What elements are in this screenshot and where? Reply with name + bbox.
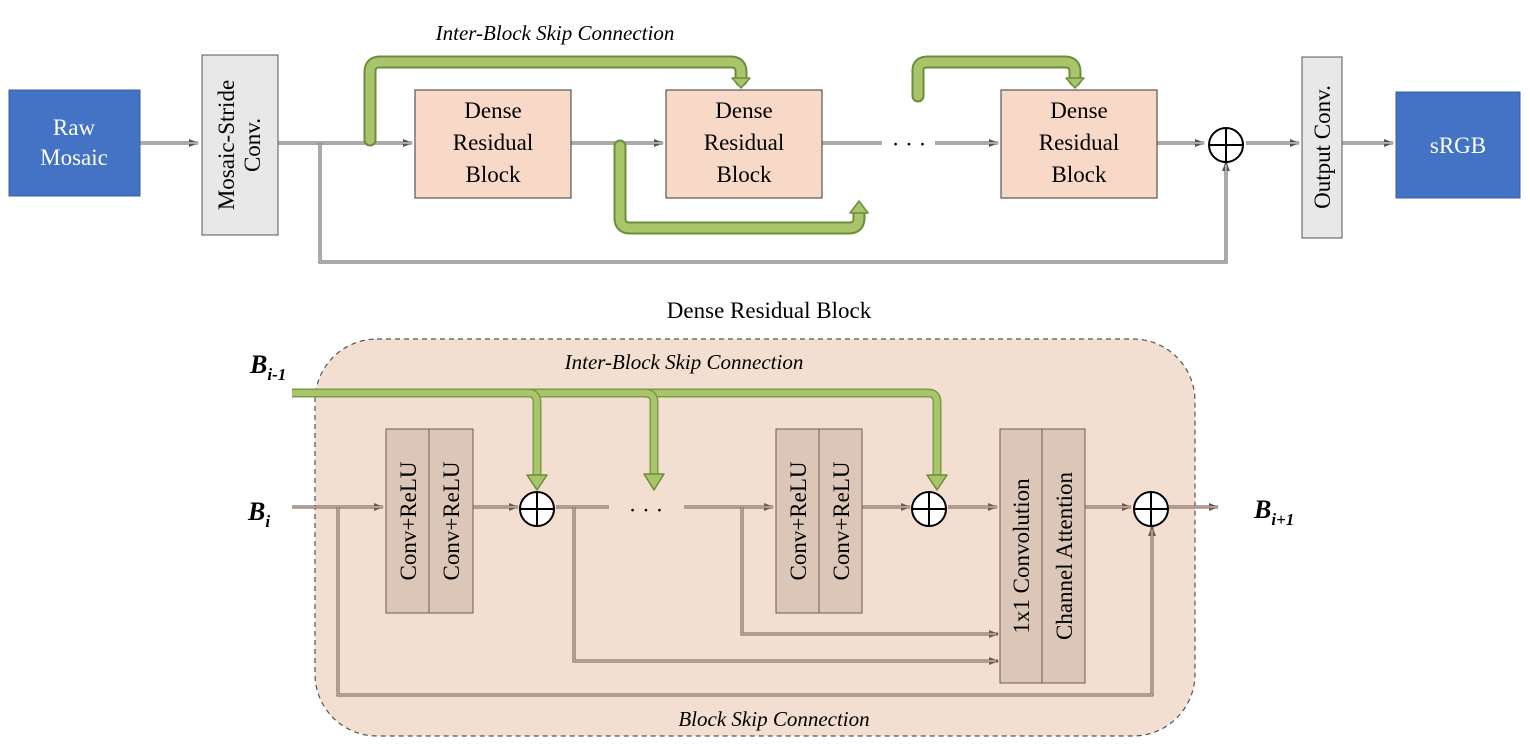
output-base: B <box>1253 495 1271 524</box>
drb2-label-2: Residual <box>704 130 785 155</box>
raw-mosaic-label-2: Mosaic <box>40 145 108 170</box>
detail-sum-node-3 <box>1133 491 1169 527</box>
stride-conv-label-2: Conv. <box>240 118 265 172</box>
detail-ellipsis: · · · <box>629 498 663 523</box>
inter-block-skip-arrows <box>363 55 1085 235</box>
block-skip-label: Block Skip Connection <box>678 707 869 731</box>
input-prev-label: Bi-1 <box>249 350 286 384</box>
input-cur-label: Bi <box>247 497 270 531</box>
detail-title: Dense Residual Block <box>667 298 872 323</box>
stride-conv-label-1: Mosaic-Stride <box>214 80 239 210</box>
drb2-label-3: Block <box>717 162 772 187</box>
raw-mosaic-box: Raw Mosaic <box>8 89 141 197</box>
top-ellipsis: · · · <box>892 132 926 157</box>
dense-residual-block-1: Dense Residual Block <box>414 89 572 199</box>
raw-mosaic-label-1: Raw <box>53 115 96 140</box>
drb3-label-1: Dense <box>1050 98 1107 123</box>
dense-residual-block-2: Dense Residual Block <box>665 89 823 199</box>
srgb-label: sRGB <box>1430 133 1486 158</box>
svg-text:Bi+1: Bi+1 <box>1253 495 1294 529</box>
inter-skip-label: Inter-Block Skip Connection <box>564 350 804 374</box>
output-conv-box: Output Conv. <box>1301 56 1343 239</box>
input-cur-base: B <box>247 497 265 526</box>
conv-relu-1b: Conv+ReLU <box>439 461 464 580</box>
drb1-label-1: Dense <box>464 98 521 123</box>
detail-sum-node-2 <box>911 491 947 527</box>
conv-relu-1a: Conv+ReLU <box>396 461 421 580</box>
drb3-label-3: Block <box>1052 162 1107 187</box>
detail-inter-skip-arrows <box>292 388 948 491</box>
main-flow-lines <box>140 139 1394 264</box>
conv-relu-2a: Conv+ReLU <box>786 461 811 580</box>
srgb-box: sRGB <box>1395 91 1521 199</box>
output-sub: i+1 <box>1271 510 1294 529</box>
conv-relu-2b: Conv+ReLU <box>829 461 854 580</box>
drb2-label-1: Dense <box>715 98 772 123</box>
input-prev-base: B <box>249 350 267 379</box>
conv1x1-label: 1x1 Convolution <box>1009 478 1034 634</box>
drb1-label-2: Residual <box>453 130 534 155</box>
output-conv-label: Output Conv. <box>1310 85 1335 209</box>
dense-residual-block-detail: Dense Residual Block Inter-Block Skip Co… <box>247 298 1294 737</box>
mosaic-stride-conv-box: Mosaic-Stride Conv. <box>201 54 279 236</box>
conv-relu-group-2: Conv+ReLU Conv+ReLU <box>775 428 863 614</box>
conv-relu-group-1: Conv+ReLU Conv+ReLU <box>385 428 474 614</box>
input-prev-sub: i-1 <box>267 365 286 384</box>
drb1-label-3: Block <box>466 162 521 187</box>
drb3-label-2: Residual <box>1039 130 1120 155</box>
detail-flow-lines <box>292 503 1219 697</box>
detail-sum-node-1 <box>519 491 555 527</box>
channel-attention-label: Channel Attention <box>1052 472 1077 641</box>
input-cur-sub: i <box>265 512 270 531</box>
output-label: Bi+1 <box>1253 495 1294 529</box>
top-pipeline: Inter-Block Skip Connection Raw Mosaic M… <box>8 21 1521 264</box>
dense-residual-block-3: Dense Residual Block <box>1000 89 1158 199</box>
conv1x1-attention-group: 1x1 Convolution Channel Attention <box>999 428 1086 684</box>
top-skip-label: Inter-Block Skip Connection <box>435 21 675 45</box>
svg-text:Bi: Bi <box>247 497 270 531</box>
svg-text:Bi-1: Bi-1 <box>249 350 286 384</box>
top-sum-node <box>1208 127 1244 163</box>
